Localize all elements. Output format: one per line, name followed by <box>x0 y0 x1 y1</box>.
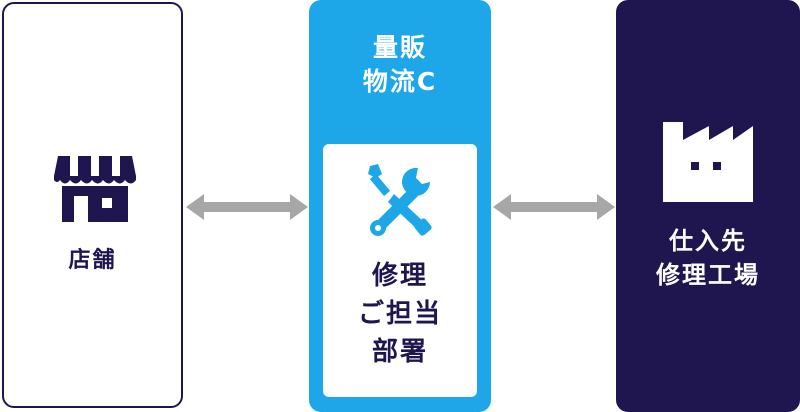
repair-department-label: 修理 ご担当 部署 <box>323 257 477 371</box>
factory-icon <box>663 122 753 202</box>
inner-line-1: 修理 <box>371 261 428 291</box>
inner-line-3: 部署 <box>371 337 428 367</box>
store-label: 店舗 <box>68 248 117 273</box>
logistics-center-panel: 量販 物流C 修理 ご担当 部署 <box>309 0 491 412</box>
title-line-1: 量販 <box>372 33 427 62</box>
supplier-factory-panel: 仕入先 修理工場 <box>616 0 800 412</box>
factory-line-2: 修理工場 <box>656 261 760 289</box>
tools-icon <box>368 164 432 236</box>
store-panel: 店舗 <box>2 2 183 408</box>
inner-line-2: ご担当 <box>357 299 442 329</box>
double-arrow-icon <box>186 194 308 220</box>
logistics-center-title: 量販 物流C <box>309 31 491 99</box>
repair-department-box: 修理 ご担当 部署 <box>323 144 477 397</box>
supplier-factory-label: 仕入先 修理工場 <box>616 224 800 292</box>
storefront-icon <box>54 156 136 222</box>
title-line-2: 物流C <box>362 67 438 96</box>
factory-line-1: 仕入先 <box>669 227 747 255</box>
double-arrow-icon <box>493 194 615 220</box>
